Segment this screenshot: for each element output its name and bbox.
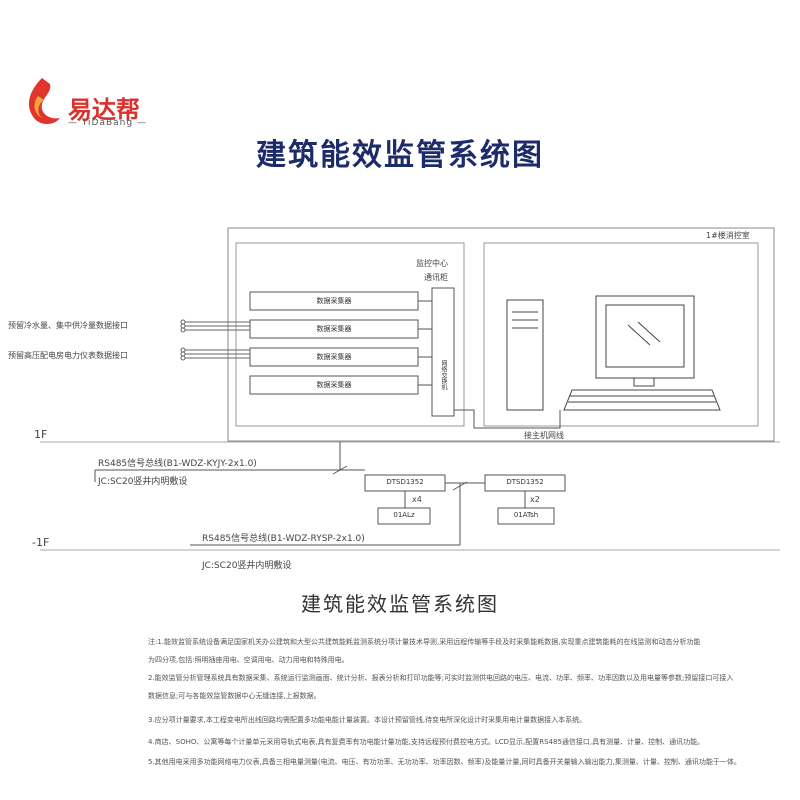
note-1b: 为四分项,包括:照明插座用电、空调用电、动力用电和特殊用电。 [148,656,349,664]
input-arrows [180,319,250,361]
brand-name: 易达帮 [68,96,140,124]
collector-2-label: 数据采集器 [316,325,352,333]
conduit-1-label: JC:SC20竖井内明敷设 [98,477,188,487]
meter-1-label: DTSD1352 [386,478,424,486]
meter-1-panel-box [377,507,431,525]
note-2b: 数据信息;可与各能效监管数据中心无缝连接,上报数据。 [148,692,321,700]
left-label-2: 预留高压配电房电力仪表数据接口 [8,351,128,360]
bus-2-label: RS485信号总线(B1-WDZ-RYSP-2x1.0) [202,534,365,544]
meter-1-panel: 01ALz [393,511,415,519]
note-5: 5.其他用电采用多功能网络电力仪表,具备三相电量测量(电流、电压、有功功率、无功… [148,758,741,766]
lan-label: 接主机网线 [524,431,564,440]
meter-2-panel-box [497,507,555,525]
collector-4-label: 数据采集器 [316,381,352,389]
computer-tower-icon [506,299,544,411]
collector-3-label: 数据采集器 [316,353,352,361]
brand-sub: — YiDaBang — [68,118,147,128]
bus-1-label: RS485信号总线(B1-WDZ-KYJY-2x1.0) [98,459,257,469]
network-switch-label: 网络交换机 [440,360,447,390]
meter-1-qty: x4 [412,495,422,504]
meter-2-qty: x2 [530,495,540,504]
room-label: 1#楼消控室 [706,231,750,240]
monitor-icon [595,295,695,387]
page-title: 建筑能效监管系统图 [256,138,544,173]
keyboard-icon [563,389,721,411]
note-3: 3.应分项计量要求,本工程变电所出线回路均需配置多功能电能计量装置。本设计预留管… [148,716,587,724]
note-2: 2.能效监管分析管理系统具有数据采集、系统运行监测画面、统计分析、报表分析和打印… [148,674,734,682]
collector-1-label: 数据采集器 [316,297,352,305]
monitor-center-label: 监控中心 [416,259,448,268]
cabinet-label: 通讯柜 [424,273,448,282]
floor-b1-label: -1F [32,536,50,549]
conduit-2-label: JC:SC20竖井内明敷设 [202,561,292,571]
network-cabinet [431,287,455,417]
meter-2-panel: 01ATsh [513,511,539,519]
note-1: 注:1.能效监管系统设备满足国家机关办公建筑和大型公共建筑能耗监测系统分项计量技… [148,638,701,646]
floor-1-label: 1F [34,428,48,441]
meter-2-label: DTSD1352 [506,478,544,486]
note-4: 4.商店、SOHO、公寓等每个计量单元采用导轨式电表,具有复费率有功电能计量功能… [148,738,705,746]
left-label-1: 预留冷水量、集中供冷量数据接口 [8,321,128,330]
diagram-title: 建筑能效监管系统图 [301,592,499,616]
brand-logo-icon [28,78,60,124]
